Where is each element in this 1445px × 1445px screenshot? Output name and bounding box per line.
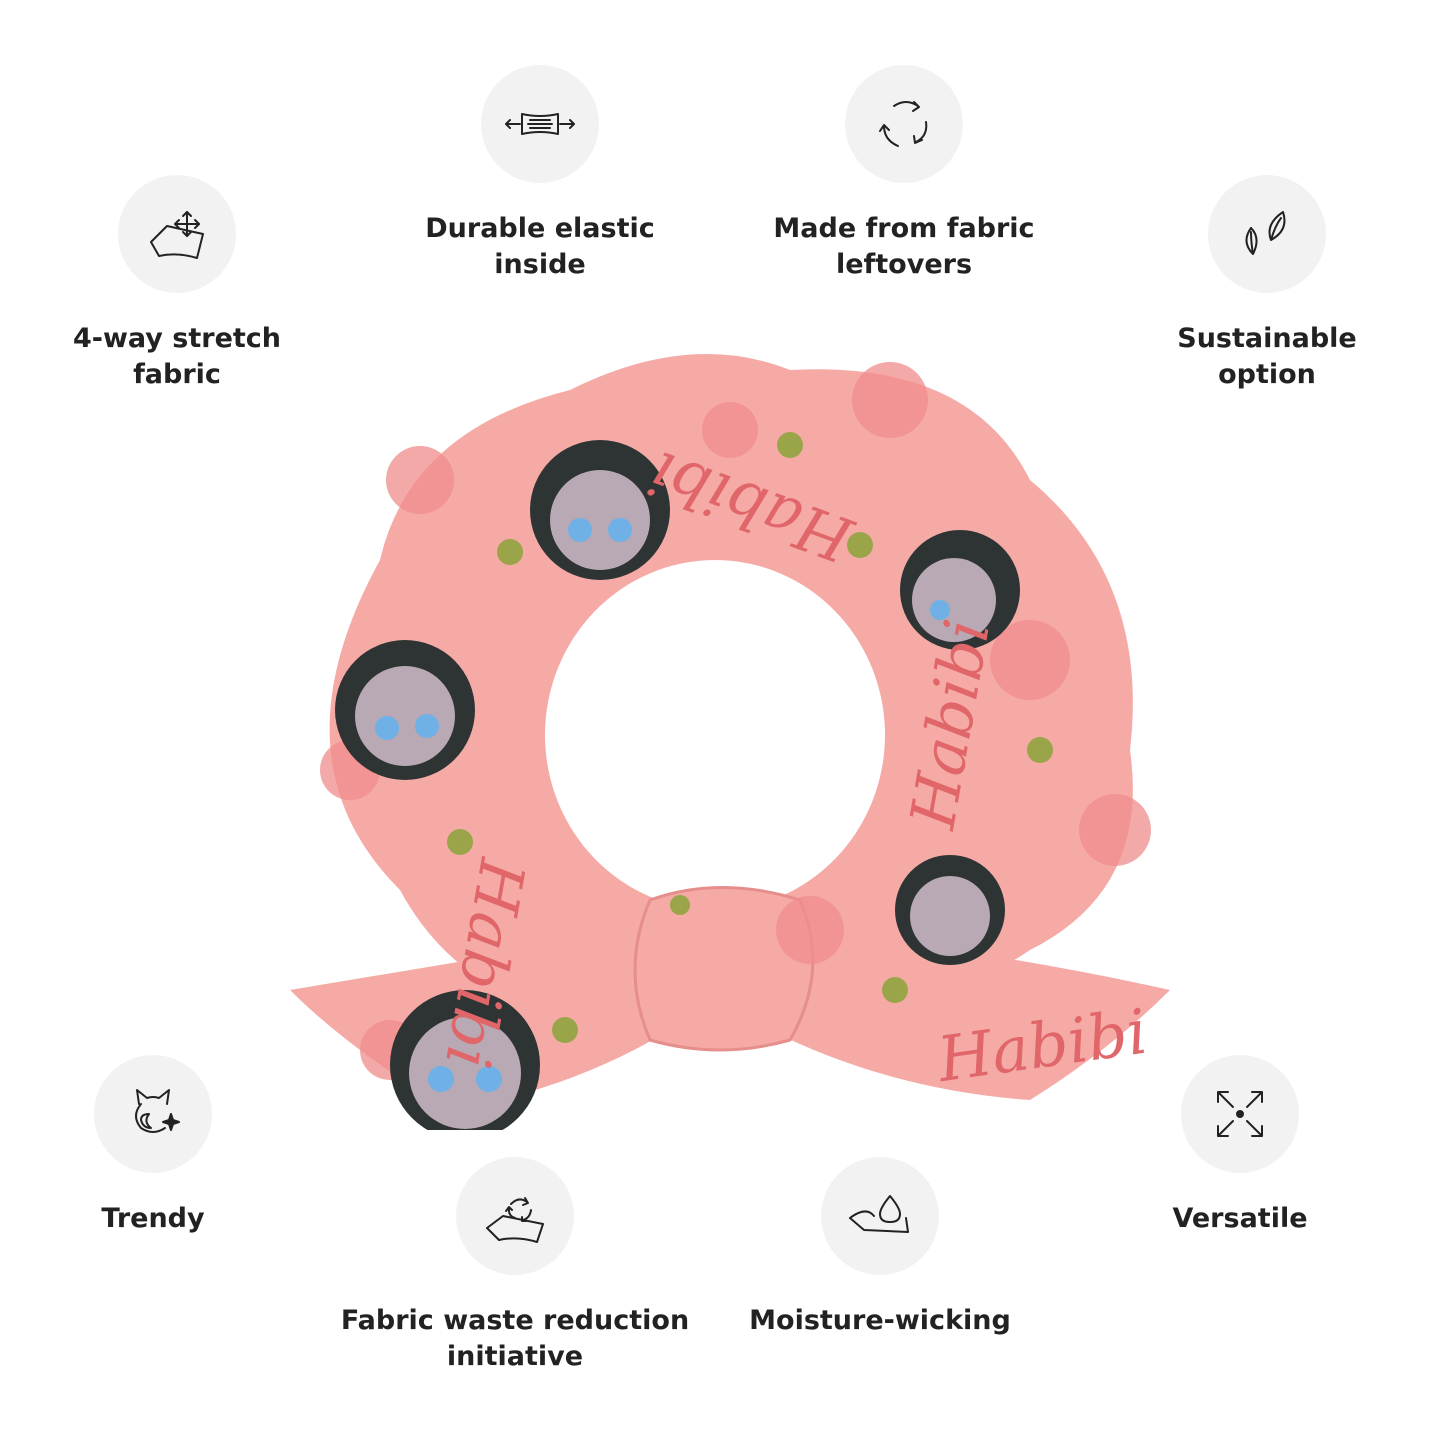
- feature-versatile: Versatile: [1060, 1055, 1420, 1237]
- feature-stretch: 4-way stretch fabric: [0, 175, 357, 393]
- scrunchie-bow-right: [770, 930, 1170, 1100]
- feature-sustainable: Sustainable option: [1087, 175, 1445, 393]
- feature-label: Moisture-wicking: [749, 1305, 1011, 1336]
- recycle-fabric-icon: [456, 1157, 574, 1275]
- feature-elastic: Durable elastic inside: [360, 65, 720, 283]
- feature-label: Made from fabric leftovers: [773, 213, 1035, 280]
- feature-trendy: Trendy: [0, 1055, 333, 1237]
- leaf-icon: [1208, 175, 1326, 293]
- feature-label: Fabric waste reduction initiative: [340, 1305, 690, 1372]
- scrunchie-product-image: Habibi Habibi Habibi Habibi: [290, 354, 1170, 1130]
- cat-sparkle-icon: [94, 1055, 212, 1173]
- feature-label: Durable elastic inside: [425, 213, 655, 280]
- feature-label: Versatile: [1172, 1203, 1308, 1234]
- recycle-icon: [845, 65, 963, 183]
- feature-moisture: Moisture-wicking: [700, 1157, 1060, 1339]
- feature-waste: Fabric waste reduction initiative: [335, 1157, 695, 1375]
- stretch-fabric-icon: [118, 175, 236, 293]
- water-drop-fabric-icon: [821, 1157, 939, 1275]
- scrunchie-knot: [635, 887, 813, 1050]
- flower-pattern: [320, 362, 1151, 1080]
- feature-label: Sustainable option: [1177, 323, 1357, 390]
- expand-arrows-icon: [1181, 1055, 1299, 1173]
- feature-label: 4-way stretch fabric: [72, 323, 282, 390]
- feature-leftovers: Made from fabric leftovers: [724, 65, 1084, 283]
- cat-faces: [335, 440, 1020, 1130]
- feature-label: Trendy: [101, 1203, 205, 1234]
- star-pattern: [447, 432, 1053, 1043]
- elastic-icon: [481, 65, 599, 183]
